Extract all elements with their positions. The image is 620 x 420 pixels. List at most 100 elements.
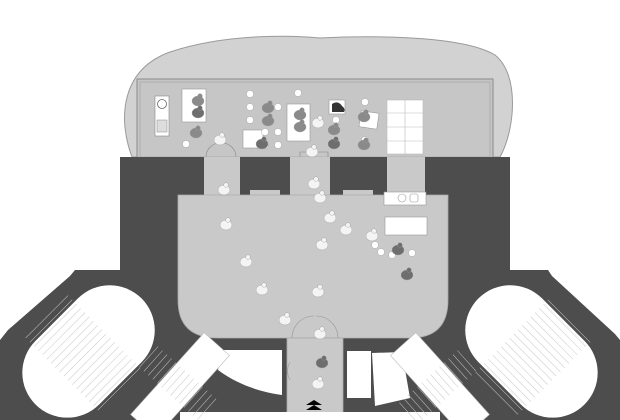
stair-tread (492, 354, 536, 398)
stair-tread (157, 362, 177, 384)
person-figure (191, 105, 205, 119)
stair-tread (443, 362, 463, 384)
stair-tread (25, 295, 69, 339)
stool (371, 241, 379, 249)
stair-tread (84, 354, 128, 398)
stair-tread (179, 382, 199, 404)
stair-tread (72, 342, 115, 385)
stair-tread (522, 325, 565, 368)
stair-tread (457, 350, 477, 372)
person-figure (255, 282, 269, 296)
person-figure (261, 100, 275, 114)
stair-tread (89, 359, 132, 402)
stair-tread (97, 367, 141, 411)
sink-basin (397, 193, 407, 203)
bottom-opening (180, 412, 440, 420)
stool (294, 89, 302, 97)
stair-tread (170, 374, 190, 396)
person-figure (307, 176, 321, 190)
double-chevron-up-icon (306, 400, 322, 410)
stair-tread (42, 312, 86, 356)
stool (361, 98, 369, 106)
stair-treads (25, 295, 591, 420)
stair-tread (547, 299, 591, 343)
stair-tread (161, 366, 181, 388)
stair-tread (76, 346, 120, 390)
stair-tread (483, 363, 527, 407)
stair-tread (50, 320, 94, 364)
person-figure (293, 107, 307, 121)
person-figure (255, 136, 269, 150)
person-figure (391, 242, 405, 256)
stair-tread (425, 378, 446, 400)
person-figure (293, 119, 307, 133)
stool (377, 248, 385, 256)
stair-tread (434, 370, 455, 392)
stair-tread (139, 346, 159, 368)
person-figure (213, 132, 227, 146)
stool (182, 140, 190, 148)
person-figure (339, 222, 353, 236)
stool (261, 128, 269, 136)
person-figure (305, 144, 319, 158)
stair-tread (93, 363, 137, 407)
dog-figure (332, 102, 345, 112)
stair-tread (80, 350, 124, 394)
person-figure (365, 228, 379, 242)
person-figure (261, 113, 275, 127)
stair-tread (417, 386, 437, 408)
inner-door[interactable] (287, 361, 291, 381)
person-figure (191, 93, 205, 107)
stair-tread (421, 382, 441, 404)
stair-tread (412, 390, 432, 412)
person-figure (400, 267, 414, 281)
stool (246, 90, 254, 98)
stair-tread (38, 308, 81, 351)
stair-tread (408, 394, 428, 416)
person-figure (315, 237, 329, 251)
stool (408, 249, 416, 257)
stair-tread (399, 402, 419, 420)
person-figure (311, 284, 325, 298)
person-figure (239, 254, 253, 268)
kitchen-sink-counter (383, 191, 427, 206)
stools (182, 89, 416, 259)
person-figure (278, 312, 292, 326)
stool (246, 103, 254, 111)
stair-tread (197, 398, 217, 420)
person-figure (217, 182, 231, 196)
person-figure (311, 115, 325, 129)
person-figure (315, 355, 329, 369)
stair-tread (500, 346, 544, 390)
stair-tread (183, 386, 203, 408)
stool (246, 116, 254, 124)
table-left (181, 88, 207, 123)
entrance-door[interactable] (291, 315, 339, 339)
person-figure (323, 210, 337, 224)
people (189, 93, 414, 390)
stair-tread (539, 308, 582, 351)
person-figure (327, 122, 341, 136)
stair-tread (488, 359, 531, 402)
stair-tread (543, 303, 587, 347)
stair-tread (430, 374, 450, 396)
stair-tread (63, 333, 107, 377)
sink-basin-2 (409, 193, 419, 203)
stool (274, 103, 282, 111)
stair-tread (192, 394, 212, 416)
stair-tread (505, 342, 548, 385)
stair-tread (479, 367, 523, 411)
shelf-grid (386, 99, 424, 155)
stair-tread (403, 398, 423, 420)
stair-tread (46, 316, 90, 360)
main-hall (177, 194, 449, 339)
stool (274, 141, 282, 149)
side-room-right-1 (347, 351, 371, 398)
panel-screen (156, 119, 168, 133)
stair-tread (475, 371, 519, 415)
clock-icon (157, 99, 167, 109)
person-figure (313, 326, 327, 340)
stair-tread (33, 303, 77, 347)
stair-tread (496, 350, 540, 394)
